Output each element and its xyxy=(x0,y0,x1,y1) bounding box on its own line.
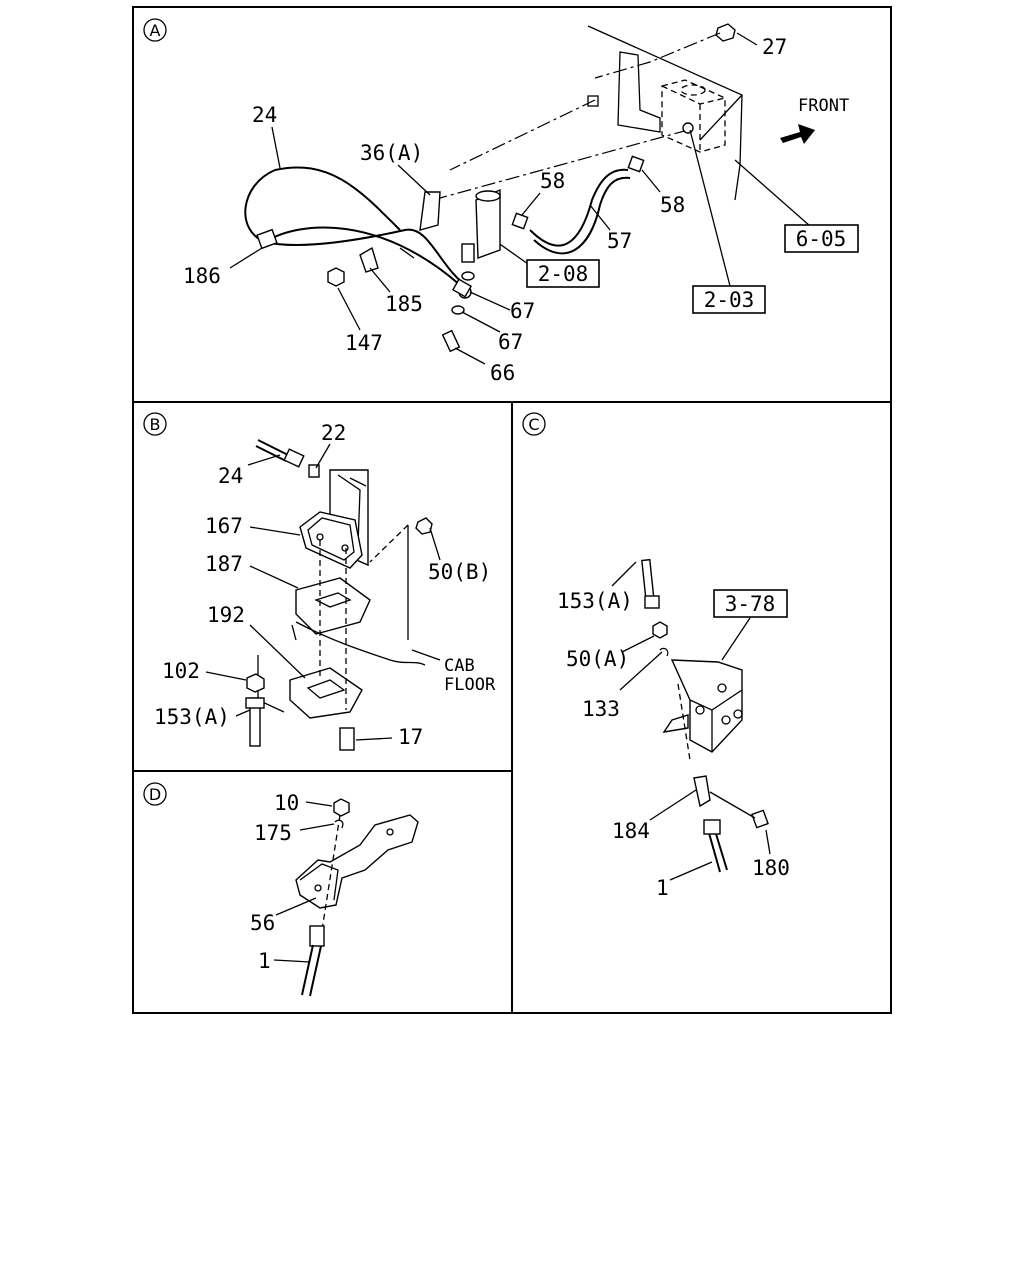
label-58-left: 58 xyxy=(540,169,565,193)
label-c-153a: 153(A) xyxy=(557,589,633,613)
label-175: 175 xyxy=(254,821,292,845)
ref-box-3-78 xyxy=(713,589,788,618)
label-d-1: 1 xyxy=(258,949,271,973)
label-b-24: 24 xyxy=(218,464,243,488)
svg-text:A: A xyxy=(150,21,161,40)
label-10: 10 xyxy=(274,791,299,815)
section-c-drawing xyxy=(611,558,771,881)
label-24: 24 xyxy=(252,103,277,127)
label-167: 167 xyxy=(205,514,243,538)
label-67-top: 67 xyxy=(510,299,535,323)
ref-box-2-03 xyxy=(692,285,766,314)
label-186: 186 xyxy=(183,264,221,288)
label-56: 56 xyxy=(250,911,275,935)
section-marker-d: D xyxy=(143,782,167,806)
section-marker-b: B xyxy=(143,412,167,436)
label-133: 133 xyxy=(582,697,620,721)
label-187: 187 xyxy=(205,552,243,576)
label-184: 184 xyxy=(612,819,650,843)
label-2-08: 2-08 xyxy=(538,262,589,286)
label-58-right: 58 xyxy=(660,193,685,217)
label-185: 185 xyxy=(385,292,423,316)
label-17: 17 xyxy=(398,725,423,749)
label-2-03: 2-03 xyxy=(704,288,755,312)
label-6-05: 6-05 xyxy=(796,227,847,251)
svg-text:D: D xyxy=(149,785,161,804)
label-floor: FLOOR xyxy=(444,675,496,695)
label-c-1: 1 xyxy=(656,876,669,900)
label-180: 180 xyxy=(752,856,790,880)
label-front: FRONT xyxy=(798,96,849,116)
front-arrow-icon xyxy=(780,124,815,144)
svg-text:B: B xyxy=(150,415,161,434)
label-22: 22 xyxy=(321,421,346,445)
label-102: 102 xyxy=(162,659,200,683)
label-66: 66 xyxy=(490,361,515,385)
bracket-36a xyxy=(419,191,441,231)
bracket-56 xyxy=(295,814,419,909)
section-a-drawing xyxy=(229,23,815,365)
label-50a: 50(A) xyxy=(566,647,629,671)
section-d-drawing xyxy=(273,798,419,997)
label-50b: 50(B) xyxy=(428,560,491,584)
section-marker-c: C xyxy=(522,412,546,436)
svg-text:C: C xyxy=(528,415,539,434)
ref-box-2-08 xyxy=(526,259,600,288)
label-57: 57 xyxy=(607,229,632,253)
panel-frames xyxy=(132,6,892,1014)
label-b-153a: 153(A) xyxy=(154,705,230,729)
label-3-78: 3-78 xyxy=(725,592,776,616)
nut-27 xyxy=(715,23,736,42)
ref-box-6-05 xyxy=(784,224,859,253)
label-67-bottom: 67 xyxy=(498,330,523,354)
label-36a: 36(A) xyxy=(360,141,423,165)
label-27: 27 xyxy=(762,35,787,59)
label-cab: CAB xyxy=(444,656,475,676)
label-147: 147 xyxy=(345,331,383,355)
bracket-3-78 xyxy=(670,659,743,753)
section-marker-a: A xyxy=(143,18,167,42)
section-b-drawing xyxy=(205,439,441,751)
label-192: 192 xyxy=(207,603,245,627)
